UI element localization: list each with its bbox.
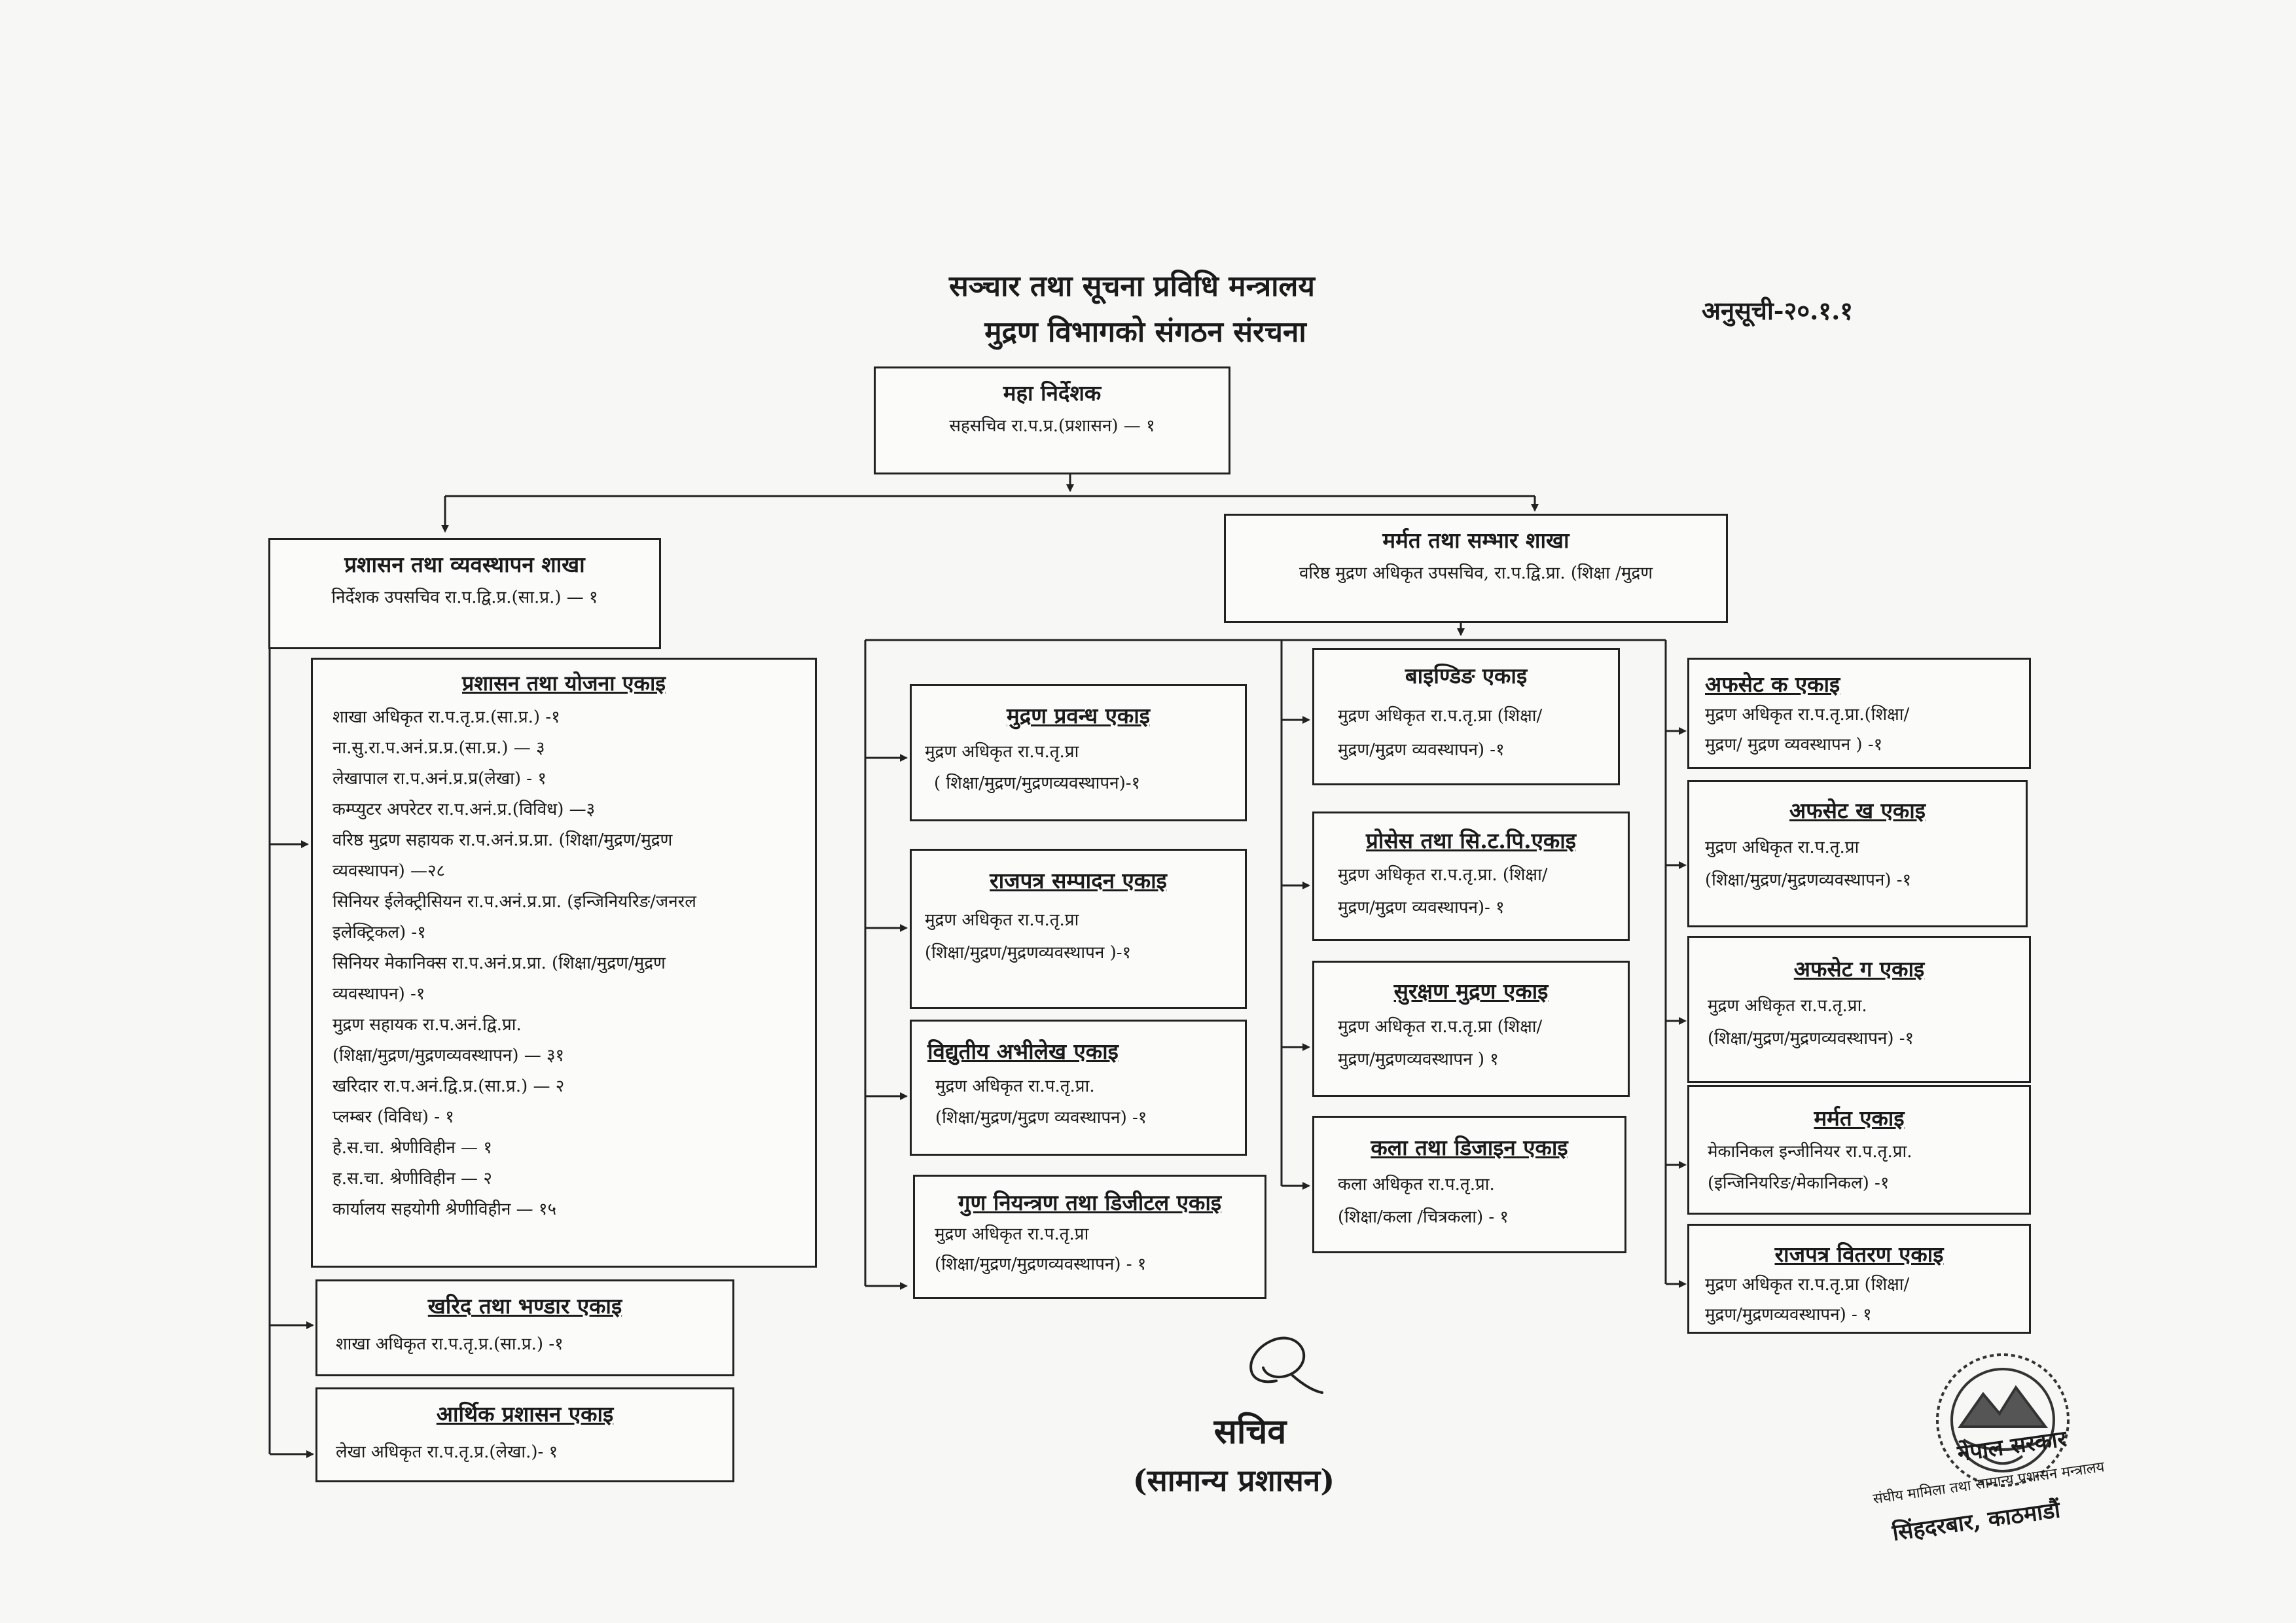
staff-line: ह.स.चा. श्रेणीविहीन — २ [332, 1169, 492, 1188]
box-title: विद्युतीय अभीलेख एकाइ [927, 1039, 1119, 1064]
director-general-box: महा निर्देशक सहसचिव रा.प.प्र.(प्रशासन) —… [874, 366, 1230, 474]
staff-line: वरिष्ठ मुद्रण सहायक रा.प.अनं.प्र.प्रा. (… [332, 830, 673, 850]
box-title: प्रशासन तथा योजना एकाइ [462, 671, 666, 696]
box-line: मुद्रण अधिकृत रा.प.तृ.प्रा (शिक्षा/ [1338, 1017, 1543, 1037]
staff-line: मुद्रण सहायक रा.प.अनं.द्वि.प्रा. [332, 1015, 522, 1035]
finance-unit-box: आर्थिक प्रशासन एकाइ लेखा अधिकृत रा.प.तृ.… [315, 1387, 734, 1482]
government-seal-stamp [1936, 1353, 2070, 1487]
box-line: मुद्रण अधिकृत रा.प.तृ.प्रा [925, 910, 1079, 930]
purchase-unit-box: खरिद तथा भण्डार एकाइ शाखा अधिकृत रा.प.तृ… [315, 1279, 734, 1376]
signatory-department: (सामान्य प्रशासन) [1132, 1463, 1335, 1498]
security-printing-unit-box: सुरक्षण मुद्रण एकाइ मुद्रण अधिकृत रा.प.त… [1312, 961, 1630, 1097]
admin-planning-unit-box: प्रशासन तथा योजना एकाइ शाखा अधिकृत रा.प.… [311, 658, 817, 1268]
box-line: (शिक्षा/मुद्रण/मुद्रणव्यवस्थापन )-१ [925, 943, 1132, 963]
box-title: प्रोसेस तथा सि.ट.पि.एकाइ [1366, 828, 1576, 853]
box-line: निर्देशक उपसचिव रा.प.द्वि.प्र.(सा.प्र.) … [331, 588, 598, 607]
annex-number: अनुसूची-२०.१.१ [1702, 296, 1854, 325]
gazette-distribution-unit-box: राजपत्र वितरण एकाइ मुद्रण अधिकृत रा.प.तृ… [1687, 1224, 2031, 1334]
signature-mark [1249, 1336, 1323, 1394]
box-line: मुद्रण/मुद्रणव्यवस्थापन) - १ [1705, 1305, 1872, 1325]
staff-line: (शिक्षा/मुद्रण/मुद्रणव्यवस्थापन) — ३१ [332, 1046, 565, 1065]
staff-line: शाखा अधिकृत रा.प.तृ.प्र.(सा.प्र.) -१ [332, 707, 560, 727]
staff-line: कम्प्युटर अपरेटर रा.प.अनं.प्र.(विविध) —३ [332, 800, 596, 819]
box-title: आर्थिक प्रशासन एकाइ [436, 1401, 614, 1427]
staff-line: सिनियर मेकानिक्स रा.प.अनं.प्र.प्रा. (शिक… [332, 954, 666, 973]
staff-line: खरिदार रा.प.अनं.द्वि.प्र.(सा.प्र.) — २ [332, 1077, 565, 1096]
box-title: मर्मत एकाइ [1814, 1105, 1905, 1131]
box-title: अफसेट ग एकाइ [1793, 956, 1925, 982]
box-line: मेकानिकल इन्जीनियर रा.प.तृ.प्रा. [1708, 1142, 1912, 1162]
box-line: मुद्रण अधिकृत रा.प.तृ.प्रा (शिक्षा/ [1338, 706, 1543, 726]
box-title: राजपत्र वितरण एकाइ [1774, 1241, 1944, 1267]
box-line: कला अधिकृत रा.प.तृ.प्रा. [1338, 1175, 1495, 1194]
box-line: (शिक्षा/मुद्रण/मुद्रण व्यवस्थापन) -१ [935, 1108, 1147, 1128]
page-title: मुद्रण विभागको संगठन संरचना [984, 315, 1306, 349]
quality-digital-unit-box: गुण नियन्त्रण तथा डिजीटल एकाइ मुद्रण अधि… [913, 1175, 1266, 1299]
staff-line: ना.सु.रा.प.अनं.प्र.प्र.(सा.प्र.) — ३ [332, 738, 545, 758]
maintenance-branch-box: मर्मत तथा सम्भार शाखा वरिष्ठ मुद्रण अधिक… [1224, 514, 1728, 623]
staff-line: व्यवस्थापन) -१ [332, 984, 425, 1004]
electronic-record-unit-box: विद्युतीय अभीलेख एकाइ मुद्रण अधिकृत रा.प… [910, 1020, 1247, 1156]
offset-kha-unit-box: अफसेट ख एकाइ मुद्रण अधिकृत रा.प.तृ.प्रा … [1687, 780, 2028, 927]
staff-line: व्यवस्थापन) —२८ [332, 861, 446, 881]
box-line: मुद्रण अधिकृत रा.प.तृ.प्रा [935, 1224, 1089, 1244]
box-title: सुरक्षण मुद्रण एकाइ [1393, 978, 1549, 1004]
staff-line: कार्यालय सहयोगी श्रेणीविहीन — १५ [332, 1200, 556, 1219]
box-line: मुद्रण अधिकृत रा.प.तृ.प्रा [1705, 838, 1859, 857]
box-title: मर्मत तथा सम्भार शाखा [1382, 527, 1570, 553]
box-line: मुद्रण/मुद्रणव्यवस्थापन ) १ [1338, 1050, 1499, 1069]
staff-line: सिनियर ईलेक्ट्रीसियन रा.प.अनं.प्र.प्रा. … [332, 892, 696, 912]
box-line: मुद्रण अधिकृत रा.प.तृ.प्रा. [1708, 996, 1867, 1016]
box-line: मुद्रण अधिकृत रा.प.तृ.प्रा. [935, 1077, 1095, 1096]
box-title: कला तथा डिजाइन एकाइ [1371, 1135, 1568, 1160]
box-line: (शिक्षा/कला /चित्रकला) - १ [1338, 1207, 1509, 1227]
box-lines: शाखा अधिकृत रा.प.तृ.प्र.(सा.प्र.) -१ ना.… [313, 697, 815, 1225]
staff-line: इलेक्ट्रिकल) -१ [332, 923, 426, 942]
binding-unit-box: बाइण्डिङ एकाइ मुद्रण अधिकृत रा.प.तृ.प्रा… [1312, 648, 1620, 785]
box-title: अफसेट ख एकाइ [1789, 798, 1926, 823]
box-line: वरिष्ठ मुद्रण अधिकृत उपसचिव, रा.प.द्वि.प… [1299, 563, 1653, 583]
staff-line: प्लम्बर (विविध) - १ [332, 1107, 454, 1127]
ministry-title: सञ्चार तथा सूचना प्रविधि मन्त्रालय [949, 270, 1315, 303]
process-ctp-unit-box: प्रोसेस तथा सि.ट.पि.एकाइ मुद्रण अधिकृत र… [1312, 812, 1630, 941]
box-line: मुद्रण/मुद्रण व्यवस्थापन)- १ [1338, 898, 1505, 918]
box-line: मुद्रण अधिकृत रा.प.तृ.प्रा.(शिक्षा/ [1705, 705, 1910, 724]
box-title: महा निर्देशक [1003, 380, 1102, 406]
box-title: बाइण्डिङ एकाइ [1405, 663, 1528, 688]
offset-ga-unit-box: अफसेट ग एकाइ मुद्रण अधिकृत रा.प.तृ.प्रा.… [1687, 936, 2031, 1083]
repair-unit-box: मर्मत एकाइ मेकानिकल इन्जीनियर रा.प.तृ.प्… [1687, 1085, 2031, 1215]
box-line: सहसचिव रा.प.प्र.(प्रशासन) — १ [949, 416, 1155, 436]
staff-line: हे.स.चा. श्रेणीविहीन — १ [332, 1138, 492, 1158]
box-line: (इन्जिनियरिङ/मेकानिकल) -१ [1708, 1173, 1890, 1193]
box-title: खरिद तथा भण्डार एकाइ [427, 1293, 622, 1319]
art-design-unit-box: कला तथा डिजाइन एकाइ कला अधिकृत रा.प.तृ.प… [1312, 1116, 1626, 1253]
box-line: (शिक्षा/मुद्रण/मुद्रणव्यवस्थापन) - १ [935, 1255, 1147, 1274]
box-line: मुद्रण/ मुद्रण व्यवस्थापन ) -१ [1705, 735, 1883, 755]
box-line: (शिक्षा/मुद्रण/मुद्रणव्यवस्थापन) -१ [1708, 1029, 1914, 1048]
box-line: मुद्रण अधिकृत रा.प.तृ.प्रा [925, 742, 1079, 762]
box-line: मुद्रण/मुद्रण व्यवस्थापन) -१ [1338, 740, 1505, 760]
box-title: मुद्रण प्रवन्ध एकाइ [1007, 703, 1150, 728]
box-line: ( शिक्षा/मुद्रण/मुद्रणव्यवस्थापन)-१ [934, 774, 1141, 793]
box-title: राजपत्र सम्पादन एकाइ [990, 868, 1167, 893]
admin-branch-box: प्रशासन तथा व्यवस्थापन शाखा निर्देशक उपस… [268, 538, 661, 649]
offset-ka-unit-box: अफसेट क एकाइ मुद्रण अधिकृत रा.प.तृ.प्रा.… [1687, 658, 2031, 769]
box-line: मुद्रण अधिकृत रा.प.तृ.प्रा (शिक्षा/ [1705, 1275, 1910, 1294]
box-line: मुद्रण अधिकृत रा.प.तृ.प्रा. (शिक्षा/ [1338, 865, 1548, 885]
gazette-editing-unit-box: राजपत्र सम्पादन एकाइ मुद्रण अधिकृत रा.प.… [910, 849, 1247, 1009]
signatory-title: सचिव [1213, 1412, 1287, 1452]
box-line: शाखा अधिकृत रा.प.तृ.प्र.(सा.प्र.) -१ [336, 1334, 564, 1354]
print-management-unit-box: मुद्रण प्रवन्ध एकाइ मुद्रण अधिकृत रा.प.त… [910, 684, 1247, 821]
box-line: (शिक्षा/मुद्रण/मुद्रणव्यवस्थापन) -१ [1705, 870, 1912, 890]
box-title: अफसेट क एकाइ [1705, 671, 1840, 697]
box-title: प्रशासन तथा व्यवस्थापन शाखा [344, 552, 585, 577]
box-title: गुण नियन्त्रण तथा डिजीटल एकाइ [958, 1190, 1222, 1215]
staff-line: लेखापाल रा.प.अनं.प्र.प्र(लेखा) - १ [332, 769, 547, 789]
box-line: लेखा अधिकृत रा.प.तृ.प्र.(लेखा.)- १ [336, 1442, 558, 1462]
